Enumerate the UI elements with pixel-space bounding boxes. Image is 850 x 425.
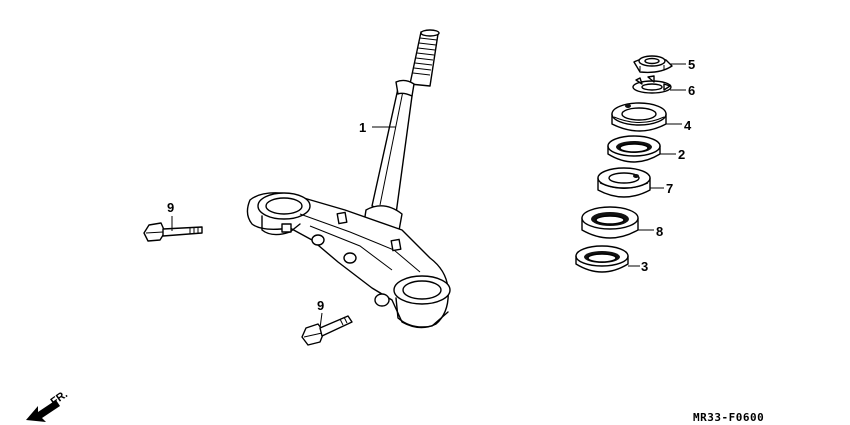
callout-5: 5 — [688, 57, 695, 72]
callout-4: 4 — [684, 118, 692, 133]
callout-7: 7 — [666, 181, 673, 196]
lock-nut — [633, 55, 673, 74]
callout-8: 8 — [656, 224, 663, 239]
callout-3: 3 — [641, 259, 648, 274]
upper-bearing-race — [607, 135, 661, 163]
front-direction-arrow-icon — [26, 400, 60, 422]
dust-seal — [575, 245, 629, 273]
lower-bearing — [597, 167, 651, 198]
lower-bearing-race — [581, 206, 639, 239]
bolt-bottom — [301, 315, 353, 346]
bolt-left — [143, 222, 203, 242]
callout-9-bottom: 9 — [317, 298, 324, 313]
diagram-code: MR33-F0600 — [693, 411, 764, 424]
callout-2: 2 — [678, 147, 685, 162]
callout-9-left: 9 — [167, 200, 174, 215]
lock-washer — [632, 75, 672, 94]
callout-6: 6 — [688, 83, 695, 98]
steering-stem-assembly — [246, 29, 451, 329]
callout-1: 1 — [359, 120, 366, 135]
upper-bearing — [611, 102, 667, 132]
